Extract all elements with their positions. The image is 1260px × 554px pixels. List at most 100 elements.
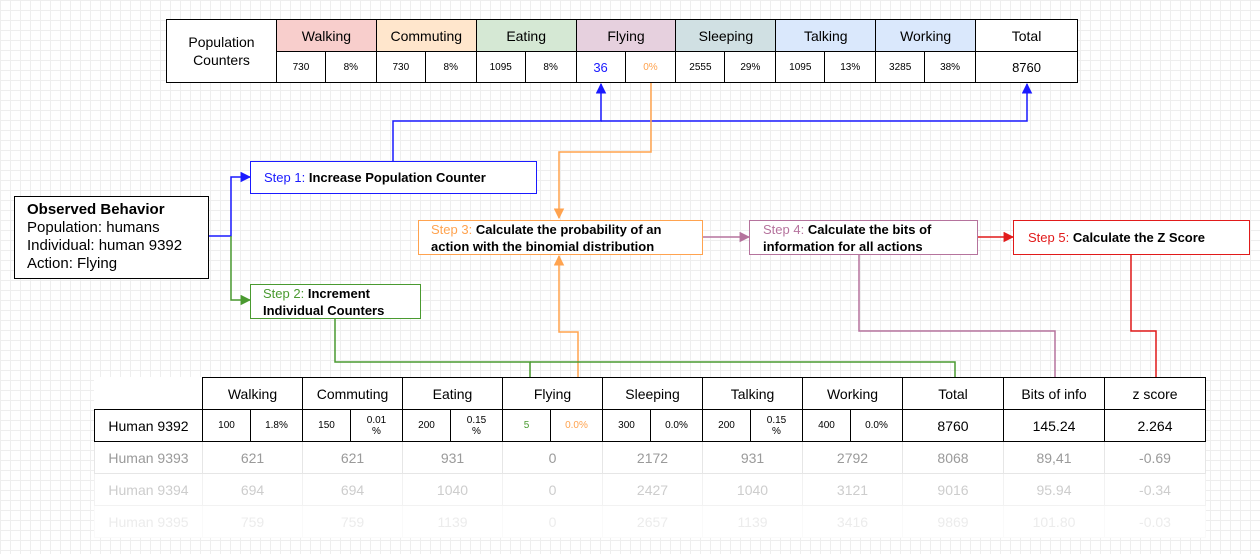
- ind-total: 8760: [902, 409, 1004, 442]
- ind-header-walking: Walking: [202, 377, 303, 410]
- ind-bits: 145.24: [1003, 409, 1105, 442]
- arrow-step4-to-bits: [858, 254, 1061, 411]
- row-name: Human 9395: [94, 505, 203, 538]
- arrow-observed-to-step1: [209, 171, 252, 237]
- row-cell: 2427: [602, 473, 703, 506]
- pop-header-commuting: Commuting: [375, 19, 477, 52]
- arrow-individual-to-step3: [553, 254, 579, 409]
- row-cell: 931: [702, 441, 803, 474]
- table-row: Human 9394 694 694 1040 0 2427 1040 3121…: [94, 473, 1206, 506]
- ind-header-zscore: z score: [1104, 377, 1206, 410]
- ind-count-eating: 200: [402, 409, 451, 442]
- pop-count-sleeping: 2555: [675, 51, 726, 83]
- step3-text: Calculate the probability of an action w…: [431, 222, 662, 254]
- row-cell: -0.69: [1104, 441, 1206, 474]
- row-cell: 621: [302, 441, 403, 474]
- row-cell: 101.80: [1003, 505, 1105, 538]
- row-cell: 2657: [602, 505, 703, 538]
- row-cell: 95.94: [1003, 473, 1105, 506]
- row-cell: 2172: [602, 441, 703, 474]
- row-cell: -0.34: [1104, 473, 1206, 506]
- row-cell: 0: [502, 473, 603, 506]
- pop-percent-eating: 8%: [524, 51, 577, 83]
- row-cell: 1139: [702, 505, 803, 538]
- row-name: Human 9394: [94, 473, 203, 506]
- ind-percent-walking: 1.8%: [250, 409, 303, 442]
- pop-count-talking: 1095: [775, 51, 826, 83]
- ind-header-commuting: Commuting: [302, 377, 403, 410]
- pop-percent-flying: 0%: [624, 51, 677, 83]
- row-cell: 9016: [902, 473, 1004, 506]
- observed-title: Observed Behavior: [27, 201, 165, 218]
- pop-count-walking: 730: [275, 51, 326, 83]
- row-cell: 759: [202, 505, 303, 538]
- ind-header-eating: Eating: [402, 377, 503, 410]
- ind-header-talking: Talking: [702, 377, 803, 410]
- ind-percent-commuting: 0.01 %: [350, 409, 403, 442]
- row-cell: 3121: [802, 473, 903, 506]
- pop-count-eating: 1095: [475, 51, 526, 83]
- ind-count-talking: 200: [702, 409, 751, 442]
- ind-percent-talking: 0.15 %: [750, 409, 803, 442]
- row-cell: 621: [202, 441, 303, 474]
- pop-count-commuting: 730: [375, 51, 426, 83]
- row-cell: -0.03: [1104, 505, 1206, 538]
- row-name: Human 9392: [94, 409, 203, 442]
- row-cell: 2792: [802, 441, 903, 474]
- step3-box: Step 3: Calculate the probability of an …: [418, 220, 703, 255]
- ind-count-working: 400: [802, 409, 851, 442]
- row-cell: 9869: [902, 505, 1004, 538]
- ind-percent-working: 0.0%: [850, 409, 903, 442]
- ind-header-sleeping: Sleeping: [602, 377, 703, 410]
- pop-header-eating: Eating: [475, 19, 577, 52]
- step4-text: Calculate the bits of information for al…: [763, 222, 932, 254]
- pop-header-talking: Talking: [775, 19, 877, 52]
- step4-box: Step 4: Calculate the bits of informatio…: [749, 220, 978, 255]
- table-row: Human 9392 100 1.8% 150 0.01 % 200 0.15 …: [94, 409, 1206, 442]
- ind-count-flying: 5: [502, 409, 551, 442]
- row-cell: 694: [302, 473, 403, 506]
- ind-header-bits: Bits of info: [1003, 377, 1105, 410]
- pop-header-working: Working: [875, 19, 977, 52]
- row-cell: 3416: [802, 505, 903, 538]
- ind-header-working: Working: [802, 377, 903, 410]
- row-cell: 1139: [402, 505, 503, 538]
- row-cell: 89,41: [1003, 441, 1105, 474]
- ind-header-empty: [94, 377, 203, 410]
- row-cell: 1040: [402, 473, 503, 506]
- table-row: Human 9393 621 621 931 0 2172 931 2792 8…: [94, 441, 1206, 474]
- row-cell: 1040: [702, 473, 803, 506]
- table-row: Human 9395 759 759 1139 0 2657 1139 3416…: [94, 505, 1206, 538]
- population-counters-table: Population Counters Walking Commuting Ea…: [166, 19, 1078, 83]
- step4-prefix: Step 4:: [763, 222, 805, 237]
- arrow-step1-to-flying: [392, 82, 607, 161]
- step2-text: Increment Individual Counters: [263, 286, 385, 318]
- step5-prefix: Step 5:: [1028, 230, 1070, 245]
- row-cell: 8068: [902, 441, 1004, 474]
- ind-percent-eating: 0.15 %: [450, 409, 503, 442]
- row-cell: 759: [302, 505, 403, 538]
- population-counters-label: Population Counters: [166, 19, 277, 83]
- step1-prefix: Step 1:: [264, 170, 306, 185]
- pop-percent-sleeping: 29%: [724, 51, 777, 83]
- step2-prefix: Step 2:: [263, 286, 305, 301]
- ind-count-sleeping: 300: [602, 409, 651, 442]
- pop-count-flying: 36: [575, 51, 626, 83]
- ind-header-flying: Flying: [502, 377, 603, 410]
- row-cell: 931: [402, 441, 503, 474]
- ind-header-total: Total: [902, 377, 1004, 410]
- arrow-observed-to-step2: [230, 236, 252, 306]
- pop-total-value: 8760: [975, 51, 1078, 83]
- row-name: Human 9393: [94, 441, 203, 474]
- observed-population: Population: humans: [27, 219, 160, 236]
- step1-text: Increase Population Counter: [308, 170, 486, 185]
- observed-action: Action: Flying: [27, 255, 118, 272]
- pop-header-walking: Walking: [275, 19, 377, 52]
- step2-box: Step 2: Increment Individual Counters: [250, 284, 421, 319]
- row-cell: 694: [202, 473, 303, 506]
- pop-count-working: 3285: [875, 51, 926, 83]
- pop-header-sleeping: Sleeping: [675, 19, 777, 52]
- ind-percent-flying: 0.0%: [550, 409, 603, 442]
- pop-header-total: Total: [975, 19, 1078, 52]
